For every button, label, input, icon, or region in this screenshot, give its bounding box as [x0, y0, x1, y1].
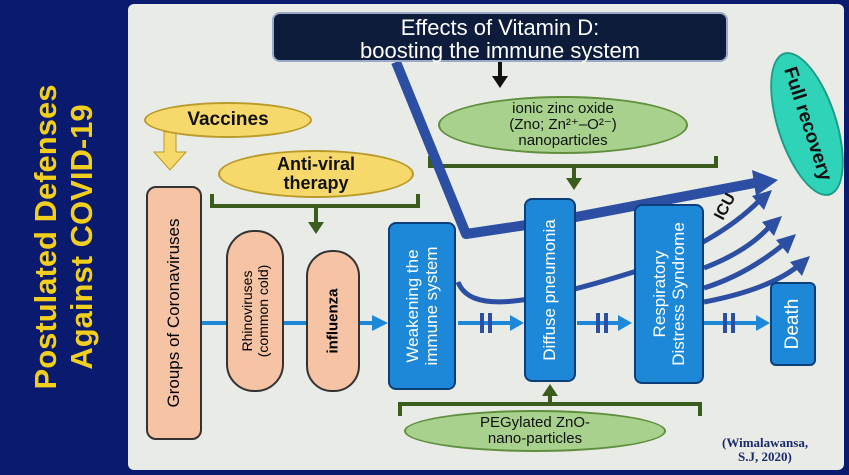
- weakening-box: Weakening the immune system: [388, 222, 456, 390]
- rhinoviruses-label-line2: (common cold): [255, 264, 271, 358]
- recovery-curve-4: [703, 264, 800, 305]
- pneumonia-label: Diffuse pneumonia: [540, 219, 559, 361]
- rhinoviruses-text: Rhinoviruses (common cold): [239, 265, 271, 358]
- antiviral-label-line2: therapy: [283, 173, 349, 193]
- death-label: Death: [782, 298, 803, 350]
- antiviral-ellipse: Anti-viral therapy: [218, 150, 414, 198]
- flow-arrowhead-3: [618, 315, 632, 331]
- weakening-label-line2: immune system: [422, 246, 441, 366]
- coronaviruses-label: Groups of Coronaviruses: [164, 218, 183, 408]
- flow-arrowhead-2: [510, 315, 524, 331]
- weakening-text: Weakening the immune system: [403, 246, 441, 365]
- zinc-label-line3: nanoparticles: [518, 132, 608, 149]
- death-box: Death: [770, 282, 816, 366]
- block-bars: [480, 313, 735, 333]
- coronaviruses-box: Groups of Coronaviruses: [146, 186, 202, 440]
- vaccines-label: Vaccines: [187, 109, 269, 130]
- weakening-label-line1: Weakening the: [403, 249, 422, 363]
- flow-arrowhead-1: [372, 315, 388, 331]
- zinc-label-line1: ionic zinc oxide: [512, 100, 614, 117]
- vitamin-d-header: Effects of Vitamin D: boosting the immun…: [272, 12, 728, 62]
- ards-label-line1: Respiratory: [650, 250, 669, 338]
- citation-line2: S.J, 2020): [738, 449, 792, 464]
- header-line1: Effects of Vitamin D:: [400, 15, 600, 40]
- header-line2: boosting the immune system: [359, 38, 641, 63]
- rhinoviruses-label-line1: Rhinoviruses: [239, 270, 255, 352]
- zinc-bracket: [428, 156, 718, 168]
- zinc-oxide-ellipse: ionic zinc oxide (Zno; Zn²⁺–O²⁻) nanopar…: [438, 96, 688, 154]
- citation-line1: (Wimalawansa,: [722, 435, 809, 450]
- vitamin-d-band: [391, 60, 761, 239]
- influenza-label: influenza: [324, 288, 342, 354]
- vaccines-arrow: [152, 131, 188, 171]
- ards-label-line2: Distress Syndrome: [669, 222, 688, 366]
- recovery-curve-1: [455, 198, 762, 305]
- pneumonia-box: Diffuse pneumonia: [524, 198, 576, 382]
- recovery-curve-2: [703, 224, 772, 271]
- peg-label-line1: PEGylated ZnO-: [479, 414, 591, 431]
- zinc-label-line2: (Zno; Zn²⁺–O²⁻): [509, 116, 617, 133]
- peg-label-line2: nano-particles: [487, 430, 583, 447]
- antiviral-label-line1: Anti-viral: [276, 154, 355, 174]
- influenza-box: influenza: [306, 250, 360, 392]
- ards-text: Respiratory Distress Syndrome: [650, 222, 688, 366]
- citation: (Wimalawansa, S.J, 2020): [722, 436, 808, 464]
- flow-arrowhead-4: [756, 315, 770, 331]
- recovery-curve-3: [703, 242, 786, 291]
- ards-box: Respiratory Distress Syndrome: [634, 204, 704, 384]
- rhinoviruses-box: Rhinoviruses (common cold): [226, 230, 284, 392]
- vaccines-ellipse: Vaccines: [144, 102, 312, 138]
- peg-ellipse: PEGylated ZnO- nano-particles: [404, 410, 666, 452]
